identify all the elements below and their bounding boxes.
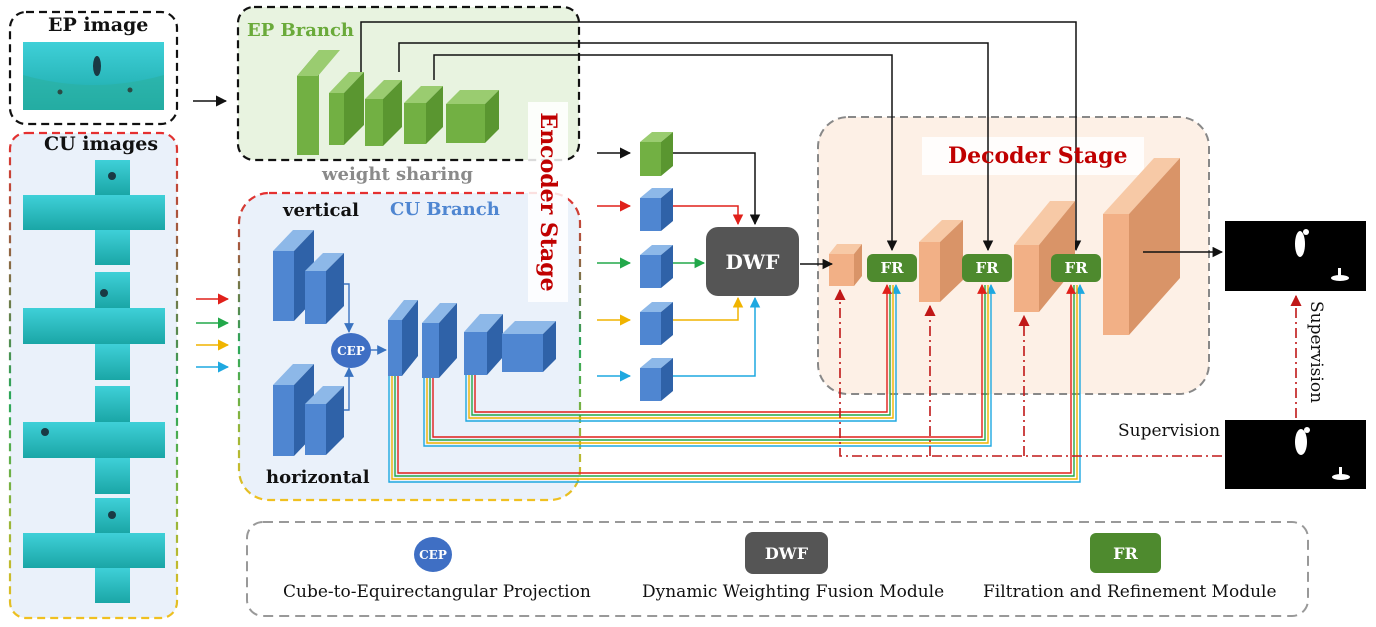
legend-fr-badge: FR: [1090, 533, 1161, 573]
ep-skip-arrows: [360, 21, 1082, 252]
cu-horizontal-blocks: [273, 364, 344, 456]
dwf-input-arrows: [673, 152, 761, 377]
supervision-vertical-label: Supervision: [1306, 300, 1326, 404]
supervision-label: Supervision: [1118, 421, 1221, 441]
legend-dwf-badge: DWF: [745, 532, 828, 574]
cu-images-panel: [8, 131, 179, 620]
cu-encoder-blocks: [388, 300, 556, 378]
ep-image-title: EP image: [48, 14, 149, 36]
fr-module-3: FR: [1051, 254, 1101, 282]
decoder-flow-arrows: [800, 246, 1224, 270]
horizontal-label: horizontal: [266, 467, 370, 488]
cep-module: CEP: [331, 333, 371, 368]
legend-cep-text: Cube-to-Equirectangular Projection: [283, 582, 591, 602]
vertical-label: vertical: [283, 200, 360, 221]
decoder-stage-title: Decoder Stage: [948, 143, 1128, 169]
ep-image-thumbnail: [23, 42, 164, 110]
cu-vertical-blocks: [273, 230, 344, 324]
cu-skip-lines: [388, 284, 1085, 483]
fr-module-1: FR: [867, 254, 917, 282]
fr-module-2: FR: [962, 254, 1012, 282]
legend-dwf-text: Dynamic Weighting Fusion Module: [642, 582, 945, 602]
ep-branch-title: EP Branch: [247, 20, 355, 41]
output-prediction-mask: [1225, 221, 1366, 291]
cep-connectors: [344, 283, 387, 411]
cu-branch-title: CU Branch: [390, 199, 500, 220]
legend-fr-text: Filtration and Refinement Module: [983, 582, 1277, 602]
decoder-blocks: [829, 158, 1180, 335]
decoder-title-bg: [922, 137, 1144, 175]
legend-cep-badge: CEP: [414, 537, 452, 572]
ep-encoder-blocks: [297, 50, 499, 155]
weight-sharing-label: weight sharing: [322, 164, 473, 185]
fusion-input-arrows: [597, 147, 632, 382]
encoder-stage-title: Encoder Stage: [535, 112, 561, 292]
dwf-module: DWF: [706, 227, 799, 296]
fusion-feature-cubes: [640, 132, 673, 401]
supervision-lines: [834, 288, 1302, 457]
ground-truth-mask: [1225, 420, 1366, 489]
cu-image-thumbnails: [23, 160, 165, 603]
encoder-stage-strip: [528, 102, 568, 302]
cu-input-arrows: [196, 293, 230, 373]
cu-images-title: CU images: [44, 133, 159, 155]
